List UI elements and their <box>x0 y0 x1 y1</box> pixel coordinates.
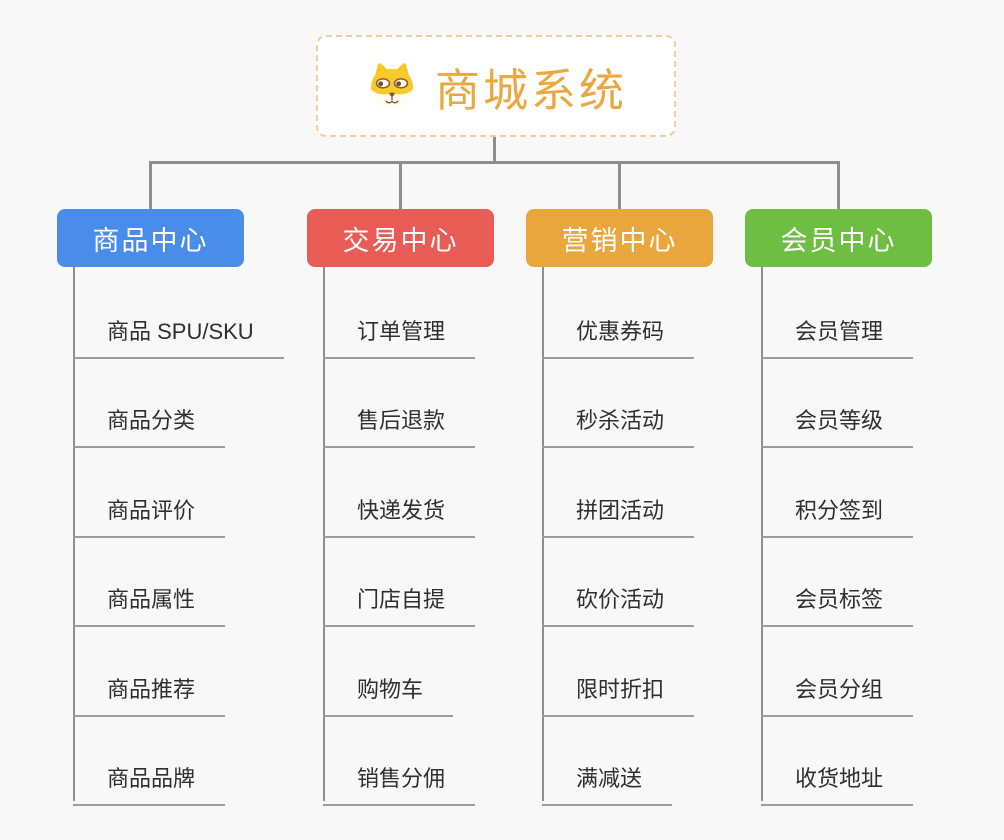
root-title: 商城系统 <box>434 64 627 116</box>
leaf-item[interactable]: 商品推荐 <box>73 672 226 717</box>
branch-node-3[interactable]: 会员中心 <box>745 209 932 267</box>
leaf-item[interactable]: 秒杀活动 <box>542 403 695 449</box>
branch-trunk-connector <box>542 267 544 801</box>
leaf-item[interactable]: 快递发货 <box>323 493 476 538</box>
branch-node-0[interactable]: 商品中心 <box>57 209 244 267</box>
root-stem-connector <box>493 133 496 163</box>
branch-node-1[interactable]: 交易中心 <box>307 209 494 267</box>
leaf-item[interactable]: 商品品牌 <box>73 761 226 806</box>
leaf-item[interactable]: 积分签到 <box>761 493 914 538</box>
leaf-item[interactable]: 商品 SPU/SKU <box>73 314 284 359</box>
branch-label: 商品中心 <box>92 225 209 256</box>
branch-bus-connector <box>149 161 840 164</box>
branch-trunk-connector <box>323 267 325 801</box>
leaf-item[interactable]: 收货地址 <box>761 761 914 806</box>
branch-trunk-connector <box>73 267 75 801</box>
leaf-item[interactable]: 拼团活动 <box>542 493 695 538</box>
leaf-item[interactable]: 砍价活动 <box>542 582 695 628</box>
leaf-item[interactable]: 会员管理 <box>761 314 914 359</box>
leaf-item[interactable]: 会员标签 <box>761 582 914 628</box>
leaf-item[interactable]: 优惠券码 <box>542 314 695 359</box>
branch-node-2[interactable]: 营销中心 <box>526 209 713 267</box>
branch-drop-connector <box>837 161 840 209</box>
leaf-item[interactable]: 商品分类 <box>73 403 226 449</box>
leaf-item[interactable]: 门店自提 <box>323 582 476 628</box>
leaf-item[interactable]: 售后退款 <box>323 403 476 449</box>
leaf-item[interactable]: 限时折扣 <box>542 672 695 717</box>
leaf-item[interactable]: 商品评价 <box>73 493 226 538</box>
branch-drop-connector <box>618 161 621 209</box>
branch-label: 会员中心 <box>780 225 897 256</box>
leaf-item[interactable]: 销售分佣 <box>323 761 476 806</box>
branch-label: 交易中心 <box>342 225 459 256</box>
leaf-item[interactable]: 满减送 <box>542 761 673 806</box>
dog-face-icon <box>370 62 414 109</box>
branch-drop-connector <box>399 161 402 209</box>
leaf-item[interactable]: 购物车 <box>323 672 454 717</box>
branch-trunk-connector <box>761 267 763 801</box>
root-node[interactable]: 商城系统 <box>316 35 676 137</box>
branch-drop-connector <box>149 161 152 209</box>
branch-label: 营销中心 <box>561 225 678 256</box>
leaf-item[interactable]: 订单管理 <box>323 314 476 359</box>
leaf-item[interactable]: 会员等级 <box>761 403 914 449</box>
leaf-item[interactable]: 商品属性 <box>73 582 226 628</box>
leaf-item[interactable]: 会员分组 <box>761 672 914 717</box>
